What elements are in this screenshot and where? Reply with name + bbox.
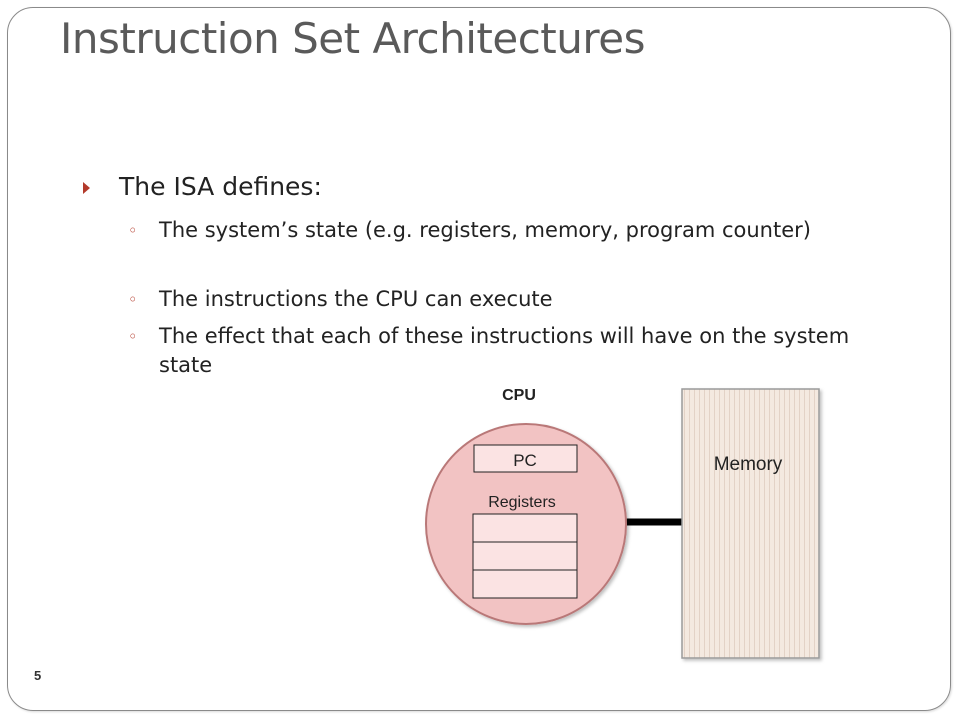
cpu-label: CPU [502, 387, 536, 404]
arrow-bullet-icon [83, 182, 90, 194]
slide-frame [7, 7, 951, 711]
ring-bullet-icon: ◦ [128, 290, 138, 309]
sub-bullet-text: The effect that each of these instructio… [159, 324, 850, 377]
memory-label: Memory [714, 454, 783, 475]
pc-register [473, 444, 578, 473]
memory-block [681, 388, 820, 659]
ring-bullet-icon: ◦ [128, 221, 138, 240]
register-slot [472, 541, 578, 571]
heading-text: The ISA defines: [119, 172, 322, 201]
sub-bullet-text: The system’s state (e.g. registers, memo… [159, 218, 811, 242]
ring-bullet-icon: ◦ [128, 327, 138, 346]
registers-label: Registers [488, 494, 556, 511]
slide-number: 5 [34, 668, 42, 683]
register-slot [472, 513, 578, 543]
slide-title: Instruction Set Architectures [60, 14, 645, 63]
register-slot [472, 569, 578, 599]
sub-bullet-text: The instructions the CPU can execute [159, 287, 553, 311]
pc-label: PC [513, 451, 537, 470]
